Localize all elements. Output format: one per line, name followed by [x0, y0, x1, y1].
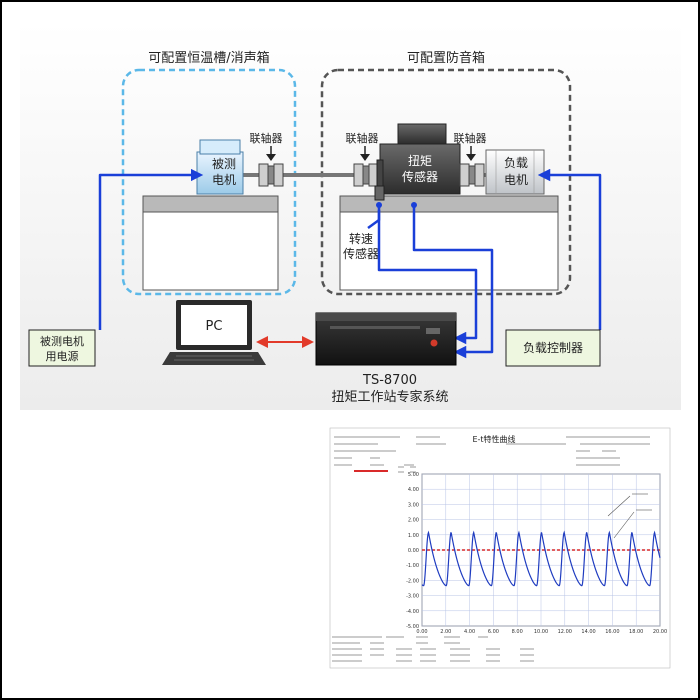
- chart-small-legend: [398, 466, 416, 473]
- right-coupling: [459, 146, 485, 187]
- station-model: TS-8700: [362, 373, 417, 388]
- y-tick-label: 5.00: [408, 472, 419, 478]
- thermal-chamber-box: [121, 68, 297, 296]
- y-tick-label: -2.00: [406, 578, 419, 584]
- middle-coupling-label: 联轴器: [346, 131, 379, 145]
- motor-under-test: 被测 电机: [196, 139, 244, 195]
- left-coupling: [258, 146, 284, 187]
- x-tick-label: 4.00: [464, 629, 475, 635]
- speed-sensor-line2: 传感器: [343, 246, 379, 261]
- y-tick-label: 2.00: [408, 518, 419, 524]
- chart-screenshot: E-t特性曲线: [329, 427, 671, 669]
- y-tick-label: -1.00: [406, 563, 419, 569]
- chart-title: E-t特性曲线: [472, 434, 515, 444]
- chart-header-legend-swatch: [354, 470, 388, 472]
- motor-under-test-line2: 电机: [212, 173, 236, 187]
- power-indicator-icon: [430, 339, 438, 347]
- x-tick-label: 8.00: [512, 629, 523, 635]
- left-coupling-label: 联轴器: [250, 131, 283, 145]
- load-motor-line1: 负载: [504, 156, 528, 170]
- y-tick-label: 1.00: [408, 533, 419, 539]
- right-coupling-label: 联轴器: [454, 131, 487, 145]
- series-waveform-line: [421, 530, 661, 587]
- x-tick-label: 16.00: [605, 629, 619, 635]
- x-tick-label: 18.00: [629, 629, 643, 635]
- power-supply-wire: [98, 168, 204, 330]
- motor-under-test-line1: 被测: [212, 157, 236, 171]
- y-tick-label: -4.00: [406, 609, 419, 615]
- x-tick-label: 20.00: [653, 629, 667, 635]
- load-motor-line2: 电机: [504, 173, 528, 187]
- y-tick-label: 4.00: [408, 487, 419, 493]
- x-tick-label: 6.00: [488, 629, 499, 635]
- torque-signal-wire: [412, 205, 494, 359]
- station-title: 扭矩工作站专家系统: [331, 389, 448, 405]
- acoustic-box-label: 可配置防音箱: [407, 50, 485, 66]
- load-controller-label: 负载控制器: [523, 341, 583, 355]
- middle-coupling: [353, 146, 379, 187]
- power-supply-box: 被测电机 用电源: [28, 329, 96, 367]
- torque-sensor: 扭矩 传感器: [376, 123, 461, 195]
- x-tick-label: 14.00: [581, 629, 595, 635]
- x-tick-label: 0.00: [416, 629, 427, 635]
- signal-wires: [98, 168, 602, 359]
- y-tick-label: -3.00: [406, 594, 419, 600]
- load-controller-box: 负载控制器: [505, 329, 601, 367]
- thermal-chamber-label: 可配置恒温槽/消声箱: [148, 50, 269, 66]
- chart-annotations: [607, 493, 652, 539]
- x-tick-label: 10.00: [534, 629, 548, 635]
- laptop-pc: PC: [162, 300, 266, 365]
- power-supply-line2: 用电源: [46, 349, 79, 363]
- speed-signal-wire: [377, 210, 478, 345]
- speed-sensor-line1: 转速: [349, 231, 373, 246]
- y-tick-label: -5.00: [406, 624, 419, 630]
- load-motor: 负载 电机: [485, 149, 545, 195]
- ts8700-cabinet: [315, 312, 457, 366]
- y-tick-label: 3.00: [408, 502, 419, 508]
- acoustic-box: [320, 68, 572, 296]
- y-tick-label: 0.00: [408, 548, 419, 554]
- load-control-wire: [537, 168, 602, 330]
- pc-label: PC: [206, 319, 223, 334]
- chart-x-ticks: 0.00 2.00 4.00 6.00 8.00 10.00 12.00 14.00 16.00…: [416, 629, 667, 635]
- x-tick-label: 2.00: [440, 629, 451, 635]
- power-supply-line1: 被测电机: [40, 334, 84, 348]
- chart-y-ticks: 5.00 4.00 3.00 2.00 1.00 0.00 -1.00 -2.00 -3.00 -…: [406, 472, 419, 630]
- torque-sensor-line2: 传感器: [402, 169, 438, 184]
- chart-header-info: [334, 436, 650, 466]
- chart-footer-info: [332, 636, 534, 662]
- torque-sensor-line1: 扭矩: [408, 154, 432, 168]
- left-test-bench: [142, 195, 279, 291]
- x-tick-label: 12.00: [558, 629, 572, 635]
